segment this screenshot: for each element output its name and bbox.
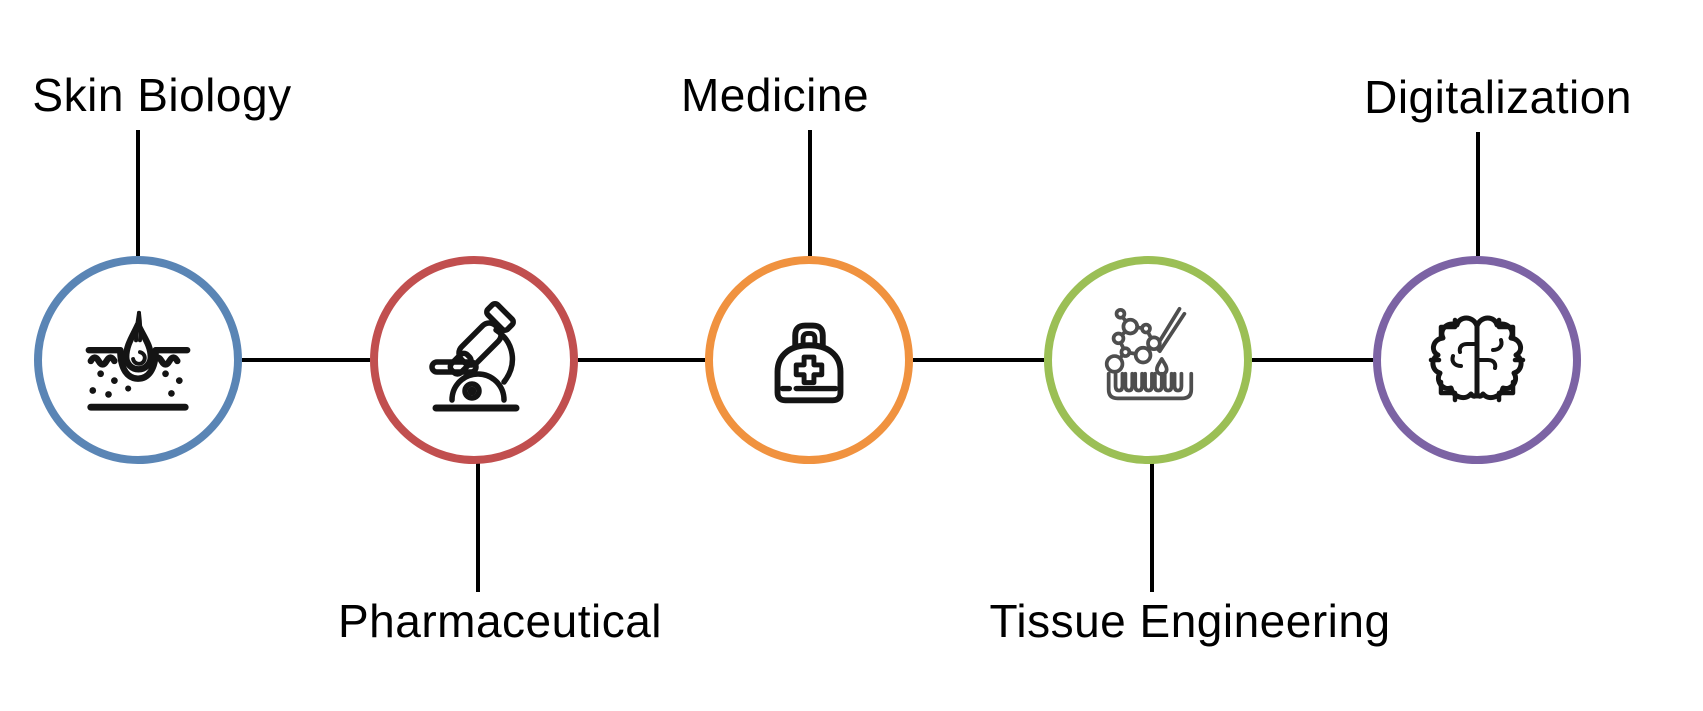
tissue-engineering-node — [1044, 256, 1252, 464]
connector-medicine-tissue — [913, 358, 1044, 362]
digitalization-label: Digitalization — [1364, 71, 1632, 123]
connector-pharmaceutical-label — [476, 462, 480, 592]
connector-tissue-label — [1150, 462, 1154, 592]
skin-biology-node — [34, 256, 242, 464]
skin-biology-label: Skin Biology — [32, 69, 292, 121]
medicine-label: Medicine — [680, 69, 870, 121]
first-aid-bag-icon — [750, 301, 868, 419]
ai-brain-icon — [1417, 300, 1537, 420]
connector-digitalization-label — [1476, 132, 1480, 256]
pharmaceutical-node — [370, 256, 578, 464]
connector-skin-label — [136, 130, 140, 256]
microscope-icon — [414, 300, 534, 420]
connector-tissue-digitalization — [1252, 358, 1373, 362]
pharmaceutical-label: Pharmaceutical — [337, 595, 663, 647]
connector-medicine-label — [808, 130, 812, 256]
medicine-node — [705, 256, 913, 464]
molecule-pipette-wells-icon — [1089, 301, 1207, 419]
skin-follicle-icon — [79, 301, 197, 419]
tissue-engineering-label: Tissue Engineering — [989, 595, 1391, 647]
digitalization-node — [1373, 256, 1581, 464]
connector-pharmaceutical-medicine — [578, 358, 705, 362]
connector-skin-pharmaceutical — [242, 358, 370, 362]
